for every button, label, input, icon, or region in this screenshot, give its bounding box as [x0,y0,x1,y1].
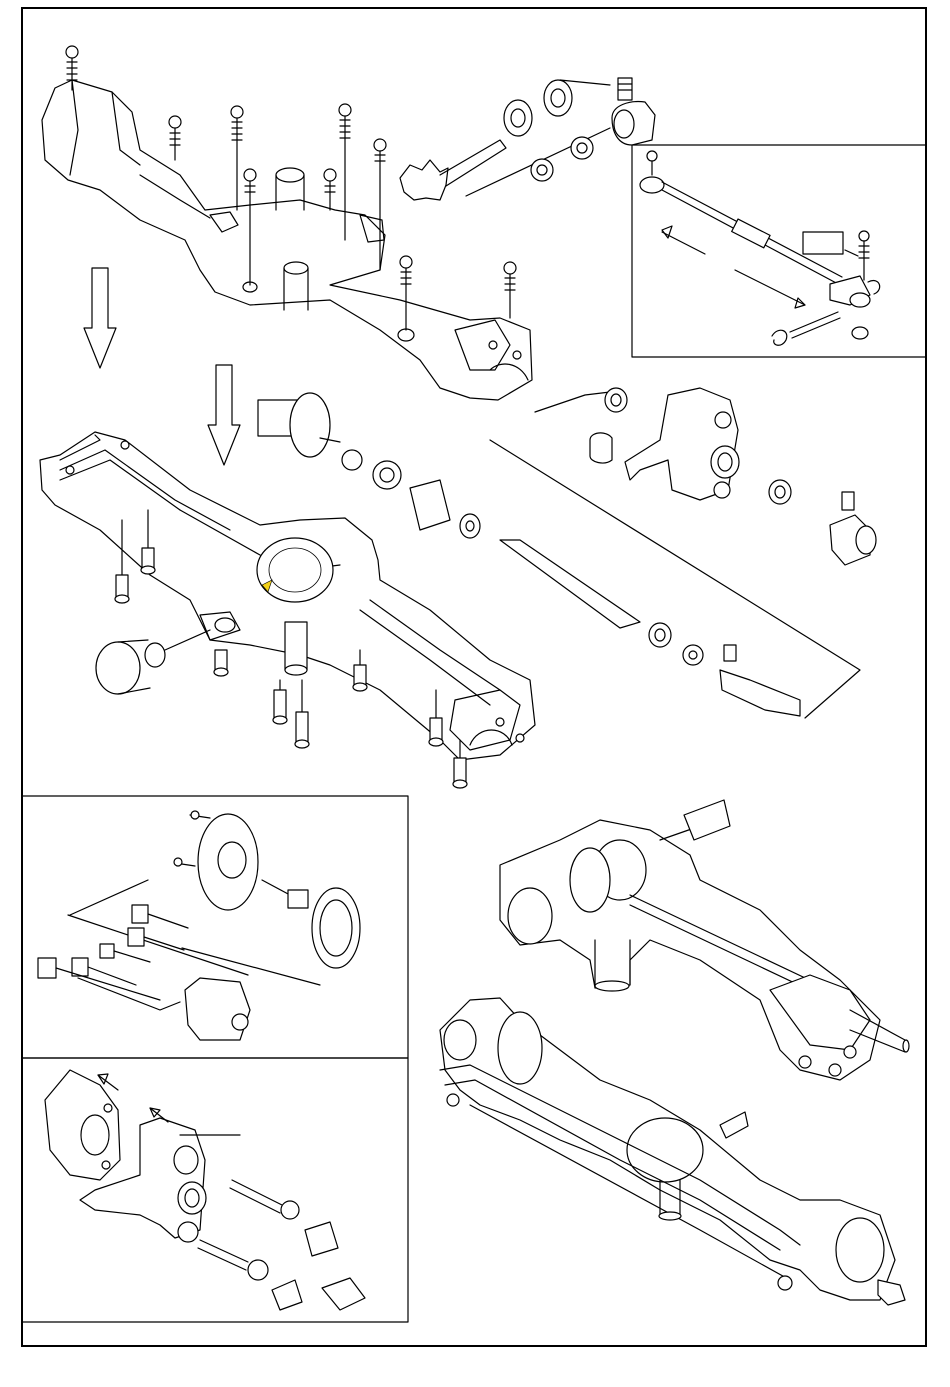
steering-link-detail-panel [632,145,926,357]
locker-knob [96,630,210,694]
label-box [803,232,843,254]
knuckle-parts [590,388,876,565]
pinion-assembly [400,78,655,200]
differential-exploded [38,811,360,1040]
axle-housing-top [42,80,532,400]
knuckle-exploded [45,1070,365,1310]
assembled-axle-rear [500,800,909,1080]
axle-housing-bottom [40,432,535,760]
steering-link-assembly [640,151,880,345]
